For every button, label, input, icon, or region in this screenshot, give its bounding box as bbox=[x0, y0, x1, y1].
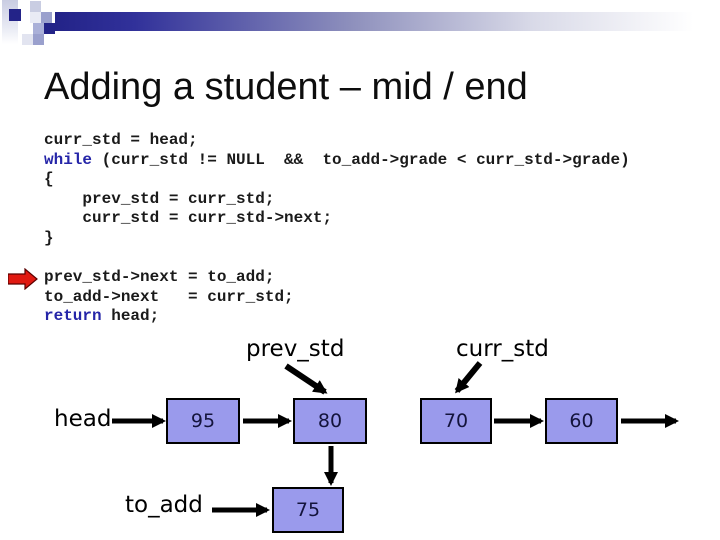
code-line: curr_std = head; bbox=[44, 131, 198, 149]
deco-square bbox=[33, 23, 44, 34]
arrow-prevstd-to-80 bbox=[284, 363, 328, 395]
code-line: curr_std = curr_std->next; bbox=[44, 209, 333, 227]
node-95: 95 bbox=[166, 398, 240, 444]
code-keyword-while: while bbox=[44, 150, 93, 169]
node-60: 60 bbox=[545, 398, 618, 444]
code-line: prev_std = curr_std; bbox=[44, 189, 275, 208]
deco-square bbox=[9, 9, 21, 21]
deco-square bbox=[41, 12, 52, 23]
label-prev-std: prev_std bbox=[246, 336, 345, 362]
label-curr-std: curr_std bbox=[456, 336, 549, 362]
code-line: to_add->next = curr_std; bbox=[44, 287, 294, 306]
deco-square bbox=[22, 34, 33, 45]
code-line: prev_std->next = to_add; bbox=[44, 268, 275, 286]
deco-gradient-strip bbox=[2, 0, 18, 44]
arrow-currstd-to-70 bbox=[454, 361, 483, 394]
code-line: (curr_std != NULL && to_add->grade < cur… bbox=[92, 150, 630, 169]
deco-square bbox=[33, 34, 44, 45]
code-line: { bbox=[44, 170, 54, 188]
label-to-add: to_add bbox=[125, 492, 203, 518]
deco-square bbox=[44, 23, 55, 34]
label-head: head bbox=[54, 406, 112, 432]
deco-gradient-bar bbox=[55, 12, 720, 31]
code-block-traverse: curr_std = head; while (curr_std != NULL… bbox=[44, 131, 630, 248]
red-block-arrow-icon bbox=[8, 268, 38, 290]
node-70: 70 bbox=[420, 398, 492, 444]
slide-title: Adding a student – mid / end bbox=[44, 66, 528, 108]
node-80: 80 bbox=[293, 398, 367, 444]
code-line: head; bbox=[101, 307, 160, 325]
code-block-insert: prev_std->next = to_add; to_add->next = … bbox=[44, 268, 294, 327]
node-75: 75 bbox=[272, 487, 344, 533]
deco-square bbox=[30, 1, 41, 12]
code-keyword-return: return bbox=[44, 307, 102, 325]
code-line: } bbox=[44, 228, 54, 247]
deco-square bbox=[30, 12, 41, 23]
